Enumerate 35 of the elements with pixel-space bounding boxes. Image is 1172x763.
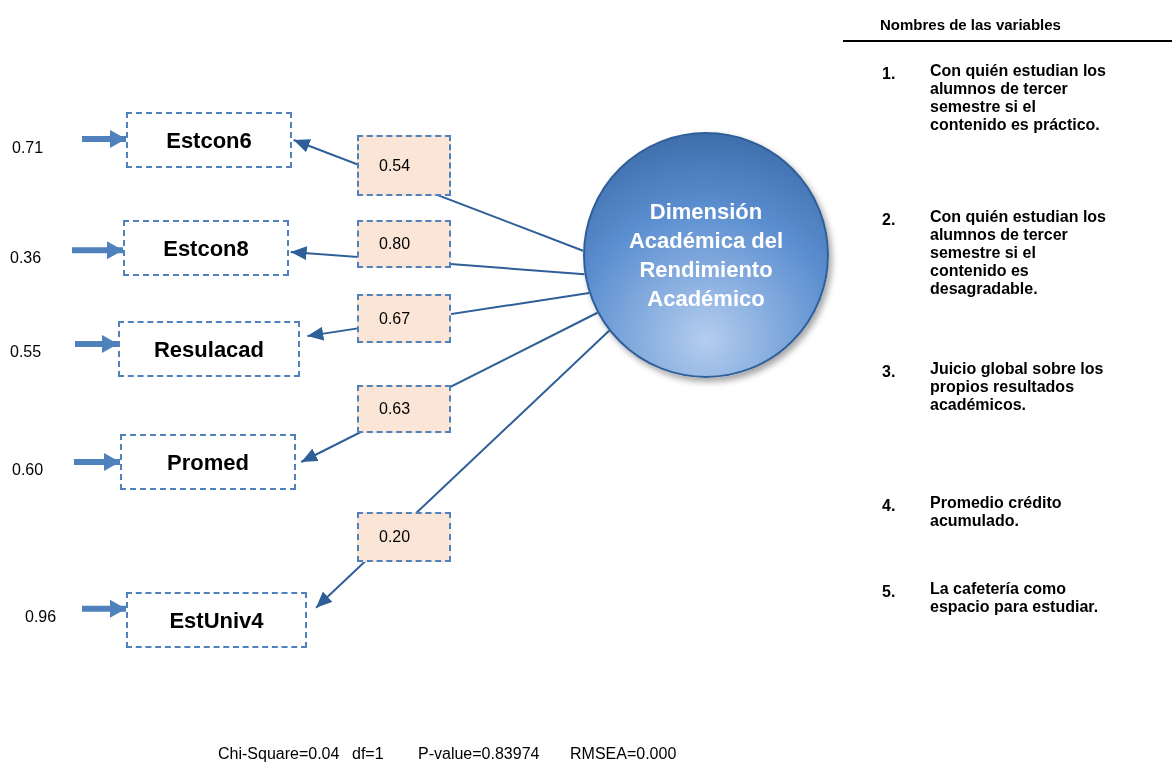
observed-variable-box: Estcon8 — [123, 220, 289, 276]
observed-variable-box: Estcon6 — [126, 112, 292, 168]
observed-variable-box: Resulacad — [118, 321, 300, 377]
error-variance: 0.60 — [12, 452, 74, 480]
observed-variable-box: Promed — [120, 434, 296, 490]
observed-variable-box: EstUniv4 — [126, 592, 307, 648]
error-arrow — [82, 129, 126, 148]
variable-description: La cafetería como espacio para estudiar. — [930, 580, 1100, 616]
coefficient-label: 0.20 — [357, 512, 451, 562]
fit-statistic: P-value=0.83974 — [418, 744, 541, 763]
error-variance: 0.36 — [10, 240, 72, 268]
variable-description: Promedio crédito acumulado. — [930, 494, 1063, 530]
fit-statistic: df=1 — [352, 744, 385, 763]
error-arrow — [74, 453, 120, 471]
legend-heading: Nombres de las variables — [880, 15, 1062, 35]
error-variance: 0.96 — [25, 599, 82, 627]
error-variance: 0.55 — [10, 334, 75, 362]
list-number: 5. — [882, 582, 897, 602]
list-number: 4. — [882, 496, 897, 516]
variable-description: Juicio global sobre los propios resultados académicos. — [930, 360, 1105, 414]
error-variance: 0.71 — [12, 130, 82, 158]
variable-description: Con quién estudian los alumnos de tercer semestre si el contenido es práctico. — [930, 62, 1107, 134]
list-number: 2. — [882, 210, 897, 230]
fit-statistic: RMSEA=0.000 — [570, 744, 678, 763]
coefficient-label: 0.80 — [357, 220, 451, 268]
coefficient-label: 0.63 — [357, 385, 451, 433]
error-arrow — [75, 334, 118, 353]
error-arrow — [72, 241, 123, 260]
variable-description: Con quién estudian los alumnos de tercer semestre si el contenido es desagradable. — [930, 208, 1107, 298]
error-arrow — [82, 599, 126, 618]
coefficient-label: 0.67 — [357, 294, 451, 343]
coefficient-label: 0.54 — [357, 135, 451, 196]
fit-statistic: Chi-Square=0.04 — [218, 744, 338, 763]
list-number: 1. — [882, 64, 897, 84]
list-number: 3. — [882, 362, 897, 382]
